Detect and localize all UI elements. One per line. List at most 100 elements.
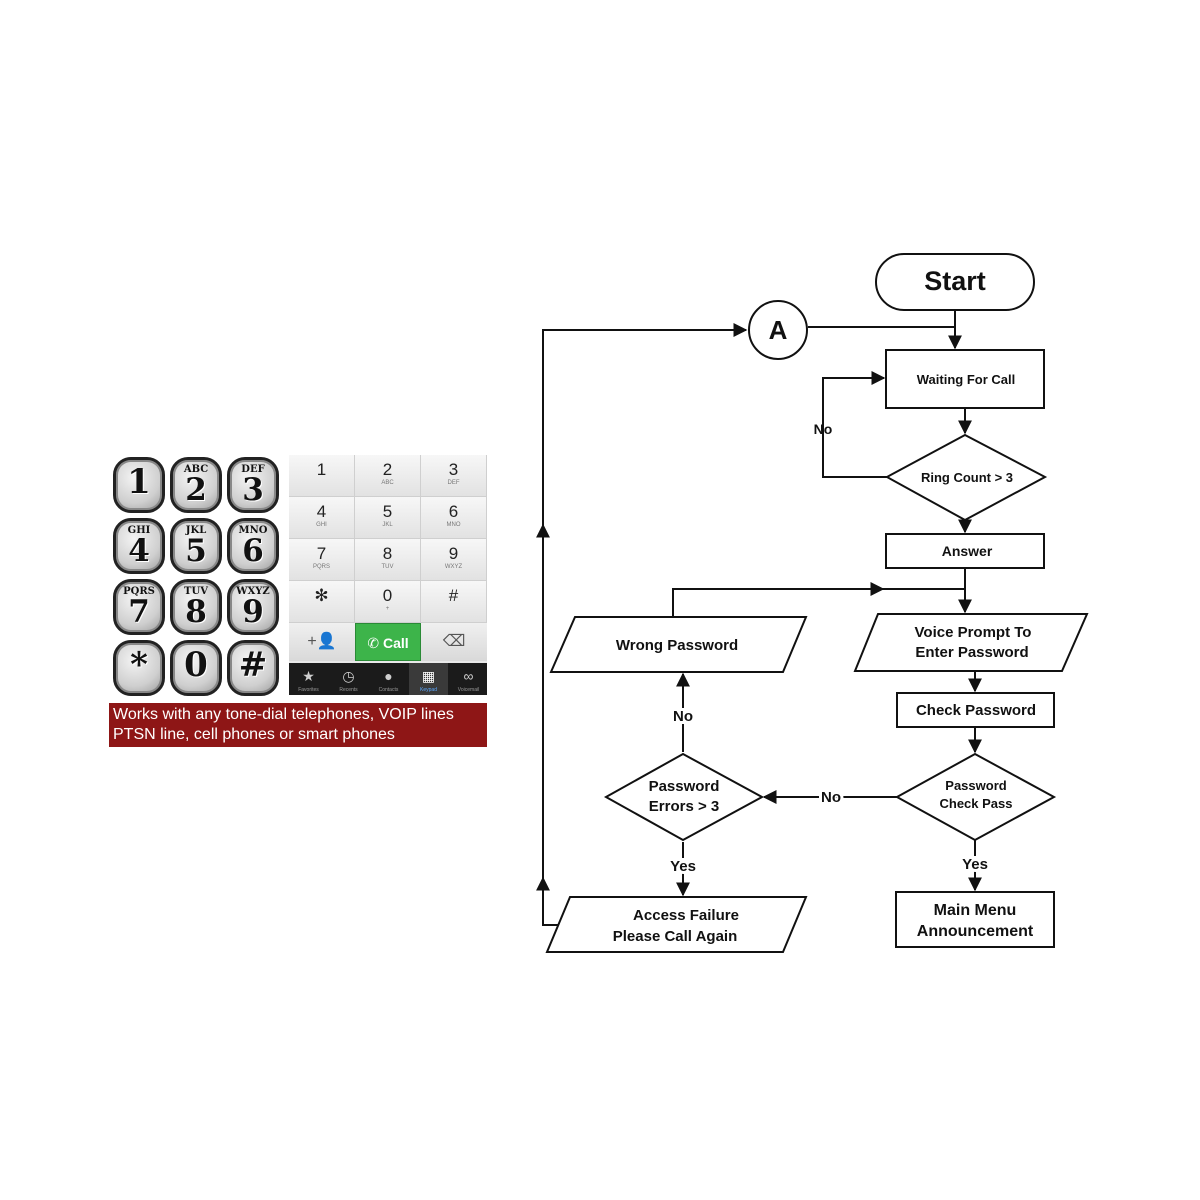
classic-key-8: TUV 8	[170, 579, 222, 635]
key-digit: 4	[128, 533, 150, 569]
phone-key-digit: 5	[382, 502, 393, 521]
key-letters: DEF	[241, 464, 265, 475]
banner-line-2: PTSN line, cell phones or smart phones	[113, 726, 395, 743]
tab-keypad[interactable]: ▦ Keypad	[409, 663, 448, 695]
check-pass-label-2: Check Pass	[940, 796, 1013, 811]
classic-key-3: DEF 3	[227, 457, 279, 513]
wrong-password-label: Wrong Password	[616, 637, 738, 654]
phone-key-1[interactable]: 1	[289, 455, 355, 497]
arrow-wrong-to-prompt	[672, 582, 885, 617]
phone-key-letters: WXYZ	[444, 564, 463, 570]
main-menu-label-2: Announcement	[917, 923, 1034, 940]
check-pass-yes-label: Yes	[962, 856, 988, 873]
phone-key-digit: 9	[448, 544, 459, 563]
phone-key-digit: 0	[382, 586, 393, 605]
ring-count-decision	[884, 433, 1048, 522]
key-digit: 6	[242, 533, 264, 569]
key-letters: WXYZ	[236, 586, 270, 597]
tab-label: Recents	[339, 687, 358, 693]
connector-a-label: A	[769, 315, 788, 345]
classic-key-hash: #	[227, 640, 279, 696]
phone-key-5[interactable]: 5 JKL	[355, 497, 421, 539]
key-digit: 1	[127, 462, 151, 502]
backspace-icon: ⌫	[442, 633, 466, 650]
call-button[interactable]: ✆ Call	[355, 623, 421, 661]
delete-button[interactable]: ⌫	[421, 623, 487, 661]
check-password-box	[896, 692, 1055, 728]
errors-label-2: Errors > 3	[649, 798, 719, 815]
check-pass-label-1: Password	[945, 778, 1006, 793]
classic-key-7: PQRS 7	[113, 579, 165, 635]
answer-label: Answer	[942, 543, 993, 559]
phone-key-letters: JKL	[382, 522, 393, 528]
phone-key-8[interactable]: 8 TUV	[355, 539, 421, 581]
phone-key-6[interactable]: 6 MNO	[421, 497, 487, 539]
key-letters: TUV	[184, 586, 208, 597]
phone-key-digit: 3	[448, 460, 459, 479]
phone-key-digit: #	[448, 586, 459, 605]
phone-key-letters: +	[385, 606, 390, 612]
start-label: Start	[924, 266, 986, 296]
phone-key-digit: 7	[316, 544, 327, 563]
key-letters: PQRS	[123, 586, 155, 597]
contacts-icon: ●	[384, 668, 393, 684]
compatibility-banner: Works with any tone-dial telephones, VOI…	[109, 703, 487, 747]
phone-key-letters: PQRS	[312, 564, 330, 570]
key-letters: ABC	[183, 464, 209, 475]
voicemail-icon: ∞	[463, 668, 474, 684]
key-letters: MNO	[238, 525, 268, 536]
tab-label: Contacts	[378, 687, 399, 693]
key-digit: 3	[242, 472, 264, 508]
check-password-label: Check Password	[916, 702, 1036, 719]
classic-key-2: ABC 2	[170, 457, 222, 513]
classic-key-6: MNO 6	[227, 518, 279, 574]
phone-key-9[interactable]: 9 WXYZ	[421, 539, 487, 581]
tab-recents[interactable]: ◷ Recents	[329, 663, 368, 695]
voice-prompt-label-2: Enter Password	[915, 644, 1028, 661]
tab-voicemail[interactable]: ∞ Voicemail	[449, 663, 488, 695]
access-failure-label-2: Please Call Again	[613, 928, 738, 945]
errors-label-1: Password	[649, 778, 720, 795]
errors-no-label: No	[673, 708, 693, 725]
access-failure-label-1: Access Failure	[633, 907, 739, 924]
arrow-ring-no-loop	[822, 371, 890, 478]
star-icon: ★	[302, 668, 315, 684]
phone-key-digit: 2	[382, 460, 393, 479]
phone-key-7[interactable]: 7 PQRS	[289, 539, 355, 581]
voice-prompt-io	[853, 613, 1089, 672]
classic-key-1: 1	[113, 457, 165, 513]
classic-key-9: WXYZ 9	[227, 579, 279, 635]
tab-label: Keypad	[420, 687, 437, 693]
phone-tab-bar: ★ Favorites ◷ Recents ● Contacts ▦ Keypa…	[289, 663, 487, 695]
phone-key-4[interactable]: 4 GHI	[289, 497, 355, 539]
key-digit: 5	[185, 533, 207, 569]
classic-key-4: GHI 4	[113, 518, 165, 574]
phone-key-star[interactable]: ✻	[289, 581, 355, 623]
tab-favorites[interactable]: ★ Favorites	[289, 663, 328, 695]
check-pass-no-label: No	[821, 789, 841, 806]
arrow-failure-to-a	[542, 323, 748, 926]
ring-no-label: No	[814, 421, 833, 437]
add-contact-button[interactable]: +👤	[289, 623, 355, 661]
main-menu-box	[895, 891, 1055, 948]
phone-icon: ✆	[367, 635, 380, 651]
errors-yes-label: Yes	[670, 858, 696, 875]
tab-contacts[interactable]: ● Contacts	[369, 663, 408, 695]
phone-key-0[interactable]: 0 +	[355, 581, 421, 623]
tab-label: Voicemail	[457, 687, 480, 693]
phone-key-letters: GHI	[316, 522, 327, 528]
phone-key-hash[interactable]: #	[421, 581, 487, 623]
waiting-label: Waiting For Call	[917, 372, 1015, 387]
access-failure-io	[545, 896, 808, 953]
keypad-icon: ▦	[421, 668, 436, 684]
ring-count-label: Ring Count > 3	[921, 470, 1013, 485]
main-menu-label-1: Main Menu	[934, 902, 1017, 919]
phone-key-3[interactable]: 3 DEF	[421, 455, 487, 497]
key-digit: *	[130, 645, 148, 685]
banner-line-1: Works with any tone-dial telephones, VOI…	[113, 706, 454, 723]
phone-key-2[interactable]: 2 ABC	[355, 455, 421, 497]
flowchart-connectors	[536, 310, 982, 926]
phone-key-letters: TUV	[381, 564, 394, 570]
classic-key-star: *	[113, 640, 165, 696]
phone-key-letters: ABC	[381, 480, 394, 486]
